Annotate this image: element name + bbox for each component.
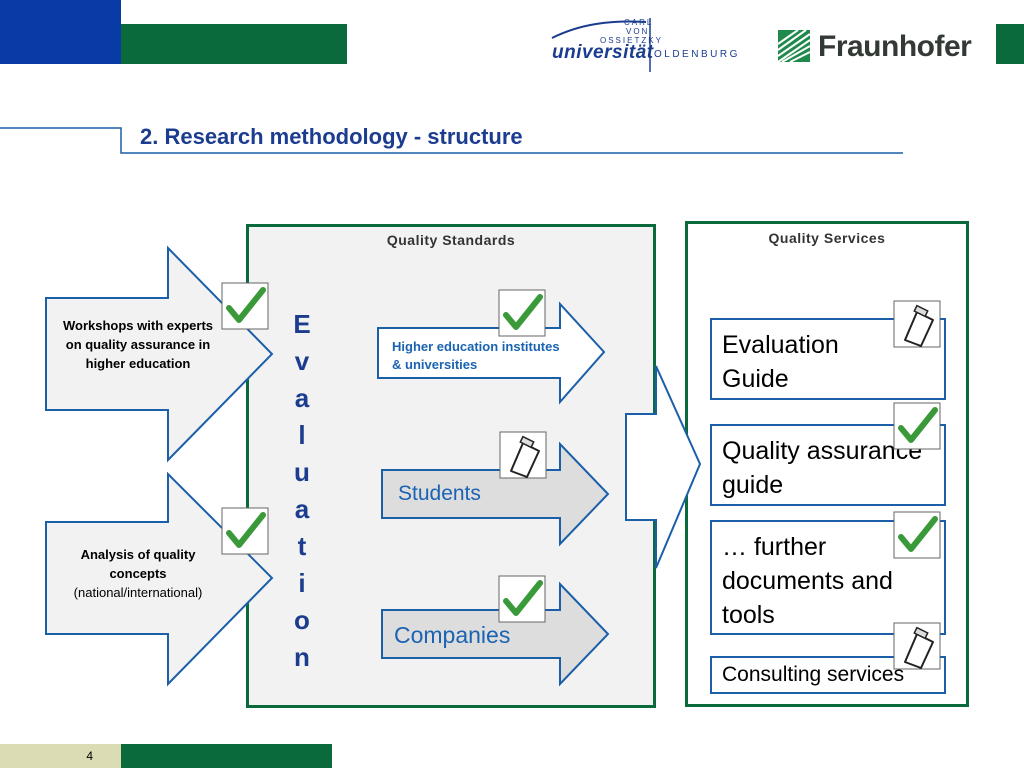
footer-beige-bar bbox=[0, 744, 121, 768]
service-label: Quality assurance guide bbox=[722, 437, 923, 499]
target-arrow-students bbox=[381, 441, 610, 547]
university-logo-von: VON bbox=[626, 27, 650, 36]
clipboard-icon bbox=[893, 622, 941, 670]
checkmark-icon bbox=[498, 289, 546, 337]
header-green-bar bbox=[121, 24, 347, 64]
input-label-analysis-normal: (national/international) bbox=[73, 585, 203, 600]
evaluation-letter: n bbox=[294, 642, 310, 672]
evaluation-letter: u bbox=[294, 457, 310, 487]
service-label: … further documents and tools bbox=[722, 533, 893, 629]
checkmark-icon bbox=[221, 507, 269, 555]
input-arrow-workshops bbox=[45, 245, 274, 463]
input-label-analysis-bold: Analysis of quality concepts bbox=[80, 547, 196, 581]
title-rule bbox=[0, 127, 903, 154]
evaluation-letter: i bbox=[298, 568, 306, 598]
university-logo: CARL VON OSSIETZKY universität OLDENBURG bbox=[550, 16, 750, 72]
evaluation-letter: a bbox=[294, 494, 310, 524]
service-label: Evaluation Guide bbox=[722, 331, 839, 393]
university-logo-swoosh bbox=[551, 20, 647, 39]
clipboard-icon bbox=[893, 300, 941, 348]
transfer-arrow bbox=[625, 365, 702, 569]
fraunhofer-logo-word: Fraunhofer bbox=[818, 30, 972, 63]
university-logo-word: universität bbox=[552, 42, 654, 63]
page-title: 2. Research methodology - structure bbox=[140, 124, 523, 149]
checkmark-icon bbox=[221, 282, 269, 330]
evaluation-letter: a bbox=[294, 383, 310, 413]
target-arrow-companies bbox=[381, 581, 610, 687]
university-logo-ossietzky: OSSIETZKY bbox=[600, 36, 663, 45]
input-label-analysis: Analysis of quality concepts (national/i… bbox=[56, 545, 220, 602]
target-arrow-higher-education bbox=[377, 301, 606, 405]
evaluation-letter: E bbox=[293, 309, 311, 339]
page-number: 4 bbox=[86, 749, 93, 763]
target-label-students: Students bbox=[398, 482, 481, 505]
evaluation-letter: l bbox=[298, 420, 306, 450]
header-green-bar-right bbox=[996, 24, 1024, 64]
clipboard-icon bbox=[499, 431, 547, 479]
checkmark-icon bbox=[893, 511, 941, 559]
footer-green-bar bbox=[121, 744, 332, 768]
quality-services-heading: Quality Services bbox=[768, 230, 886, 246]
university-logo-city: OLDENBURG bbox=[654, 49, 740, 60]
fraunhofer-logo-mark bbox=[777, 29, 811, 63]
target-label-higher-education: Higher education institutes & universiti… bbox=[392, 339, 560, 372]
service-further-documents: … further documents and tools bbox=[710, 520, 946, 635]
evaluation-vertical-label: E v a l u a t i o n bbox=[286, 306, 318, 676]
evaluation-letter: v bbox=[294, 346, 310, 376]
evaluation-letter: t bbox=[297, 531, 307, 561]
quality-standards-heading: Quality Standards bbox=[386, 232, 516, 248]
checkmark-icon bbox=[893, 402, 941, 450]
target-label-companies: Companies bbox=[394, 622, 511, 648]
checkmark-icon bbox=[498, 575, 546, 623]
input-label-workshops: Workshops with experts on quality assura… bbox=[62, 318, 213, 371]
university-logo-divider bbox=[649, 18, 651, 72]
university-logo-carl: CARL bbox=[624, 18, 654, 27]
fraunhofer-logo: Fraunhofer bbox=[777, 28, 988, 68]
evaluation-letter: o bbox=[294, 605, 310, 635]
header-blue-bar bbox=[0, 0, 121, 64]
input-arrow-analysis bbox=[45, 471, 274, 687]
service-label: Consulting services bbox=[722, 663, 905, 686]
